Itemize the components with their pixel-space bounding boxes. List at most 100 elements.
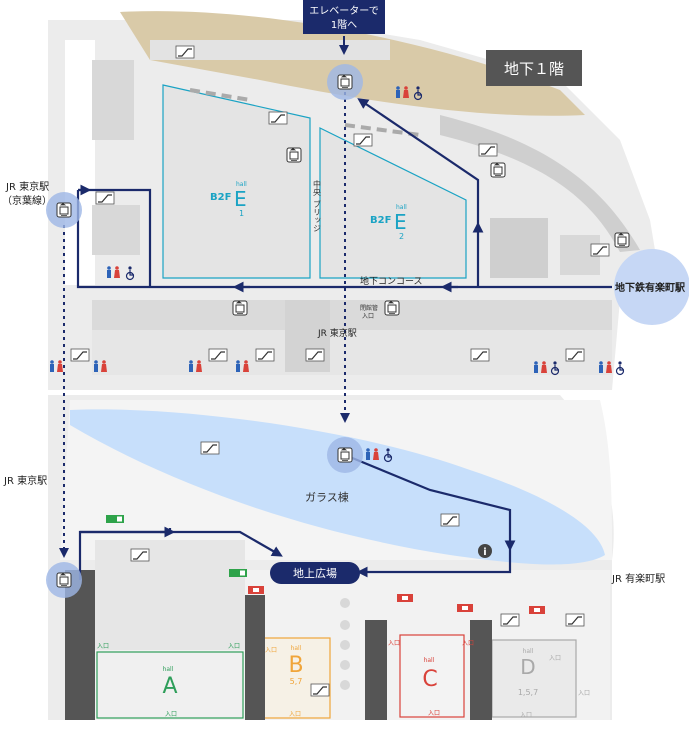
decor-band (189, 88, 251, 102)
jr-tokyo-center-label[interactable]: JR 東京駅 (317, 327, 357, 339)
hall-e1-level: B2F (210, 192, 231, 203)
building-a-block (95, 540, 245, 650)
hall-e1-area[interactable] (162, 84, 311, 279)
entrance-b-left: 入口 (265, 647, 277, 654)
escalator-icon (440, 513, 460, 527)
hall-c-letter: C (422, 667, 437, 692)
escalator-icon (200, 441, 220, 455)
elevator-node-bottom-left[interactable] (46, 562, 82, 598)
exit-sign-icon (529, 606, 545, 614)
building-col-2 (365, 620, 387, 720)
exit-sign-icon (397, 594, 413, 602)
escalator-icon (500, 613, 520, 627)
escalator-icon (310, 683, 330, 697)
elevator-icon (286, 147, 302, 163)
ground-plaza-pill[interactable] (270, 562, 360, 584)
hall-e2-letter: E (394, 210, 407, 234)
floor-tag-b1 (486, 50, 582, 86)
escalator-icon (478, 143, 498, 157)
elevator-icon (232, 300, 248, 316)
exit-sign-icon (248, 586, 264, 594)
exit-sign-icon (229, 569, 247, 577)
building-col-3 (470, 620, 492, 720)
entrance-d-side: 入口 (578, 690, 590, 697)
hall-a-letter: A (162, 674, 177, 699)
info-icon[interactable] (478, 544, 492, 558)
elevator-banner (303, 0, 385, 34)
hall-e1-letter: E (234, 187, 247, 211)
hall-a-prefix: hall (163, 666, 174, 673)
decor-band (344, 123, 421, 137)
hall-a-area[interactable] (96, 651, 244, 719)
hall-b-prefix: hall (291, 645, 302, 652)
jr-tokyo-keiyo-label-1[interactable]: JR 東京駅 (5, 180, 49, 193)
ground-plaza-label[interactable]: 地上広場 (293, 567, 337, 580)
elevator-icon (337, 447, 353, 463)
escalator-icon (565, 348, 585, 362)
escalator-icon (590, 243, 610, 257)
elevator-banner-line2: 1階へ (331, 19, 357, 31)
underground-concourse-label: 地下コンコース (360, 275, 423, 287)
building-col-1 (245, 595, 265, 720)
elevator-icon (337, 74, 353, 90)
entrance-b-bottom: 入口 (289, 711, 301, 718)
entrance-a-bottom: 入口 (165, 711, 177, 718)
escalator-icon (70, 348, 90, 362)
hall-c-prefix: hall (424, 657, 435, 664)
entrance-c-right: 入口 (462, 640, 474, 647)
elevator-icon (490, 162, 506, 178)
escalator-icon (95, 191, 115, 205)
hall-c-area[interactable] (399, 634, 465, 718)
hall-d-sub: 1,5,7 (518, 688, 538, 697)
hall-e2-prefix: hall (396, 204, 407, 211)
hall-b-letter: B (288, 653, 303, 678)
hall-e2-sub: 2 (399, 232, 404, 241)
escalator-icon (255, 348, 275, 362)
escalator-icon (268, 111, 288, 125)
night-entrance-label-2: 入口 (362, 313, 374, 320)
central-bridge-label-2: ブリッジ (313, 199, 322, 232)
elevator-banner-line1: エレベーターで (309, 5, 378, 17)
entrance-a-right: 入口 (228, 643, 240, 650)
hall-e2-area[interactable] (319, 127, 467, 279)
floor-tag-b1-text: 地下１階 (504, 60, 564, 78)
info-icon-glyph: i (483, 547, 486, 558)
elevator-icon (56, 202, 72, 218)
escalator-icon (565, 613, 585, 627)
hall-d-prefix: hall (523, 648, 534, 655)
entrance-d-bottom: 入口 (520, 712, 532, 719)
elevator-node-glass[interactable] (327, 437, 363, 473)
entrance-d-right: 入口 (549, 655, 561, 662)
subway-yurakucho-label[interactable]: 地下鉄有楽町駅 (615, 281, 686, 294)
escalator-icon (175, 45, 195, 59)
jr-tokyo-label[interactable]: JR 東京駅 (3, 474, 47, 487)
plaza-pillars (340, 598, 350, 690)
elevator-icon (384, 300, 400, 316)
hall-b-area[interactable] (263, 637, 331, 719)
hall-e1-sub: 1 (239, 209, 244, 218)
elevator-node-left[interactable] (46, 192, 82, 228)
dotted-route-lines (59, 85, 350, 558)
night-entrance-label-1: 閉館管 (360, 304, 378, 312)
hall-e2-level: B2F (370, 215, 391, 226)
hall-e1-prefix: hall (236, 181, 247, 188)
elevator-node-top[interactable] (327, 64, 363, 100)
elevator-icon (614, 232, 630, 248)
escalator-icon (208, 348, 228, 362)
entrance-c-left: 入口 (388, 640, 400, 647)
hall-d-letter: D (520, 655, 535, 679)
glass-building-label: ガラス棟 (305, 490, 349, 504)
central-bridge-label-1: 中央 (313, 179, 322, 197)
escalator-icon (470, 348, 490, 362)
hall-b-sub: 5,7 (290, 677, 303, 686)
escalator-icon (353, 133, 373, 147)
jr-tokyo-keiyo-label-2[interactable]: （京葉線） (2, 194, 52, 207)
jr-yurakucho-label[interactable]: JR 有楽町駅 (611, 572, 665, 585)
entrance-a-left: 入口 (97, 643, 109, 650)
subway-yurakucho-circle[interactable] (614, 249, 689, 325)
exit-sign-icon (457, 604, 473, 612)
elevator-icon (56, 572, 72, 588)
wheelchair-icon (615, 360, 625, 376)
escalator-icon (130, 548, 150, 562)
